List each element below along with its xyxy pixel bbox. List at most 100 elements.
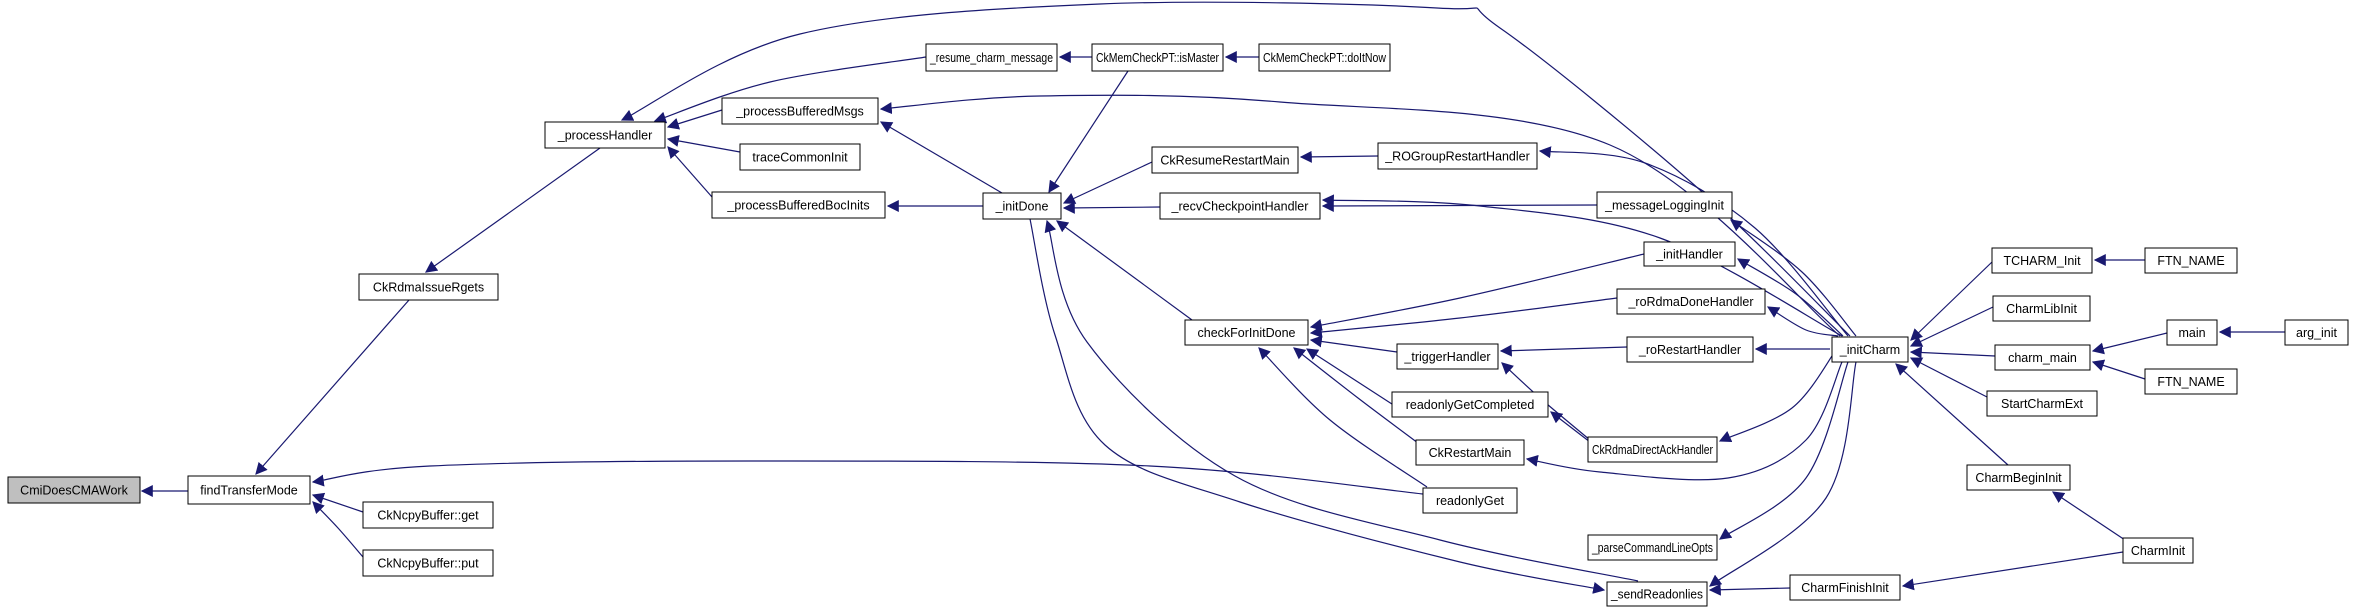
node-arg_init[interactable]: arg_init	[2284, 319, 2349, 346]
node-label: CmiDoesCMAWork	[20, 483, 128, 497]
node-box[interactable]	[1391, 391, 1549, 418]
node-findTransferMode[interactable]: findTransferMode	[187, 475, 311, 505]
node-box[interactable]	[2144, 247, 2238, 274]
edge-rgc-calls-cfid	[1305, 348, 1396, 407]
node-FTN_NAME[interactable]: FTN_NAME	[2144, 247, 2238, 274]
node-CkMemCheckPT-doItNow[interactable]: CkMemCheckPT::doItNow	[1258, 43, 1391, 72]
node-box[interactable]	[1994, 344, 2091, 371]
node-label: CharmBeginInit	[1975, 471, 2062, 485]
node-box[interactable]	[2122, 537, 2194, 564]
edge-cfid-calls-idone	[1056, 220, 1193, 321]
node-_initDone[interactable]: _initDone	[982, 192, 1062, 220]
node-_processBufferedMsgs[interactable]: _processBufferedMsgs	[721, 97, 879, 125]
node-box[interactable]	[1377, 142, 1538, 170]
node-CharmLibInit[interactable]: CharmLibInit	[1992, 295, 2091, 322]
node-box[interactable]	[1415, 439, 1525, 466]
node-box[interactable]	[1986, 390, 2098, 417]
node-_roRestartHandler[interactable]: _roRestartHandler	[1626, 336, 1754, 363]
node-box[interactable]	[2284, 319, 2349, 346]
edge-rg-calls-cfid	[1258, 347, 1428, 488]
node-box[interactable]	[1616, 288, 1766, 315]
node-_sendReadonlies[interactable]: _sendReadonlies	[1606, 581, 1708, 607]
node-box[interactable]	[739, 143, 861, 171]
node-CkMemCheckPT-isMaster[interactable]: CkMemCheckPT::isMaster	[1091, 43, 1224, 72]
node-_triggerHandler[interactable]: _triggerHandler	[1396, 343, 1499, 370]
node-box[interactable]	[711, 191, 886, 219]
node-traceCommonInit[interactable]: traceCommonInit	[739, 143, 861, 171]
node-_recvCheckpointHandler[interactable]: _recvCheckpointHandler	[1159, 192, 1321, 220]
node-label: _ROGroupRestartHandler	[1384, 149, 1530, 163]
node-box[interactable]	[1991, 247, 2093, 274]
node-label: CkNcpyBuffer::put	[377, 556, 479, 570]
edge-mast-calls-idone	[1048, 70, 1129, 194]
node-box[interactable]	[187, 475, 311, 505]
node-label: CkRdmaIssueRgets	[373, 280, 484, 294]
node-box[interactable]	[982, 192, 1062, 220]
node-box[interactable]	[362, 501, 494, 529]
node-box[interactable]	[544, 121, 666, 149]
node-_resume_charm_message[interactable]: _resume_charm_message	[925, 43, 1058, 72]
node-CharmBeginInit[interactable]: CharmBeginInit	[1966, 464, 2071, 491]
node-box[interactable]	[1606, 581, 1708, 607]
node-box[interactable]	[1596, 191, 1733, 219]
node-FTN_NAME[interactable]: FTN_NAME	[2144, 368, 2238, 395]
node-CkResumeRestartMain[interactable]: CkResumeRestartMain	[1151, 146, 1299, 174]
node-box[interactable]	[1587, 436, 1718, 463]
node-_initHandler[interactable]: _initHandler	[1643, 241, 1736, 267]
edge-ckrm-calls-cfid	[1293, 347, 1419, 444]
node-box[interactable]	[1966, 464, 2071, 491]
node-label: CkNcpyBuffer::get	[377, 508, 479, 522]
node-label: TCHARM_Init	[2003, 254, 2081, 268]
node-box[interactable]	[362, 549, 494, 577]
node-CkNcpyBuffer-get[interactable]: CkNcpyBuffer::get	[362, 501, 494, 529]
node-label: _roRestartHandler	[1638, 343, 1741, 357]
node-box[interactable]	[1159, 192, 1321, 220]
node-box[interactable]	[2166, 319, 2218, 346]
node-box[interactable]	[1184, 319, 1309, 346]
node-CkRestartMain[interactable]: CkRestartMain	[1415, 439, 1525, 466]
node-charm_main[interactable]: charm_main	[1994, 344, 2091, 371]
node-_messageLoggingInit[interactable]: _messageLoggingInit	[1596, 191, 1733, 219]
node-StartCharmExt[interactable]: StartCharmExt	[1986, 390, 2098, 417]
node-CkNcpyBuffer-put[interactable]: CkNcpyBuffer::put	[362, 549, 494, 577]
node-_parseCommandLineOpts[interactable]: _parseCommandLineOpts	[1587, 534, 1718, 561]
node-readonlyGet[interactable]: readonlyGet	[1422, 487, 1518, 514]
node-_processHandler[interactable]: _processHandler	[544, 121, 666, 149]
edge-ci-calls-cbi	[2052, 491, 2126, 541]
node-box[interactable]	[925, 43, 1058, 72]
node-box[interactable]	[1992, 295, 2091, 322]
node-label: arg_init	[2296, 326, 2338, 340]
node-box[interactable]	[1587, 534, 1718, 561]
node-box[interactable]	[358, 273, 499, 301]
node-label: CkMemCheckPT::doItNow	[1263, 51, 1387, 65]
node-TCHARM_Init[interactable]: TCHARM_Init	[1991, 247, 2093, 274]
node-main[interactable]: main	[2166, 319, 2218, 346]
node-label: _triggerHandler	[1403, 350, 1490, 364]
node-box[interactable]	[1258, 43, 1391, 72]
edge-main-calls-cm	[2091, 332, 2168, 355]
node-label: _recvCheckpointHandler	[1171, 199, 1309, 213]
edge-rg-calls-ftm	[311, 460, 1424, 495]
node-box[interactable]	[1789, 574, 1901, 601]
node-box[interactable]	[1626, 336, 1754, 363]
node-_processBufferedBocInits[interactable]: _processBufferedBocInits	[711, 191, 886, 219]
node-box[interactable]	[1091, 43, 1224, 72]
node-box[interactable]	[1831, 336, 1909, 363]
node-label: _sendReadonlies	[1610, 587, 1703, 601]
node-box[interactable]	[1151, 146, 1299, 174]
node-readonlyGetCompleted[interactable]: readonlyGetCompleted	[1391, 391, 1549, 418]
node-label: CkRdmaDirectAckHandler	[1592, 443, 1713, 457]
node-_initCharm[interactable]: _initCharm	[1831, 336, 1909, 363]
node-box[interactable]	[1396, 343, 1499, 370]
node-box[interactable]	[721, 97, 879, 125]
node-box[interactable]	[1643, 241, 1736, 267]
node-CharmInit[interactable]: CharmInit	[2122, 537, 2194, 564]
node-CkRdmaIssueRgets[interactable]: CkRdmaIssueRgets	[358, 273, 499, 301]
node-_roRdmaDoneHandler[interactable]: _roRdmaDoneHandler	[1616, 288, 1766, 315]
node-CkRdmaDirectAckHandler[interactable]: CkRdmaDirectAckHandler	[1587, 436, 1718, 463]
node-CharmFinishInit[interactable]: CharmFinishInit	[1789, 574, 1901, 601]
node-_ROGroupRestartHandler[interactable]: _ROGroupRestartHandler	[1377, 142, 1538, 170]
node-box[interactable]	[1422, 487, 1518, 514]
node-box[interactable]	[2144, 368, 2238, 395]
node-checkForInitDone[interactable]: checkForInitDone	[1184, 319, 1309, 346]
